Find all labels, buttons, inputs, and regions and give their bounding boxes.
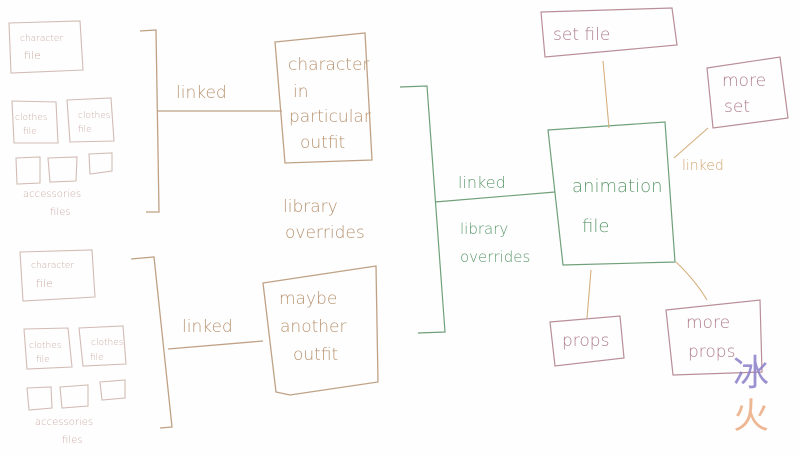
clothes-file-box xyxy=(78,325,127,367)
accessories-label-2: files xyxy=(62,435,82,446)
outfit-box-text: outfit xyxy=(293,345,338,365)
accessory-file-box xyxy=(15,156,41,185)
accessory-file-box xyxy=(47,156,78,183)
outfit-box-text: particular xyxy=(289,107,371,127)
animation-bracket xyxy=(399,85,446,334)
top-source-files: character file clothes file clothes file… xyxy=(8,20,115,218)
bottom-link-line xyxy=(167,340,264,350)
outfit-box-text: character xyxy=(288,55,369,75)
more-set-box xyxy=(706,56,789,129)
watermark-fire-char: 火 xyxy=(733,396,769,437)
more-props-line xyxy=(675,261,708,301)
clothes-file-label-2: file xyxy=(36,355,50,365)
character-file-box xyxy=(19,249,96,302)
accessory-file-box xyxy=(88,152,113,175)
accessories-label-2: files xyxy=(50,207,70,218)
character-file-label: character xyxy=(31,261,74,271)
outfit-box xyxy=(274,32,373,164)
accessory-file-box xyxy=(26,386,53,411)
animation-override-label: library xyxy=(460,220,508,238)
clothes-file-box xyxy=(66,97,115,143)
clothes-file-label-2: file xyxy=(90,353,104,363)
outfit-box-text: another xyxy=(280,317,346,337)
accessories-label: accessories xyxy=(23,189,81,200)
more-set-line xyxy=(673,127,709,159)
watermark-logo: 冰 火 xyxy=(733,353,769,437)
more-props-text-2: props xyxy=(688,342,735,362)
library-overrides-label: library xyxy=(283,197,338,217)
outfit-box-text: outfit xyxy=(300,133,345,153)
animation-override-label-2: overrides xyxy=(460,248,530,266)
more-props-text: more xyxy=(686,313,730,333)
bottom-bracket xyxy=(130,256,173,429)
clothes-file-box xyxy=(23,327,73,370)
outfit-box xyxy=(262,265,379,396)
set-file-line xyxy=(602,60,610,129)
clothes-file-label: clothes xyxy=(29,341,62,351)
props-text: props xyxy=(562,331,609,351)
animation-link-line xyxy=(434,191,556,203)
character-file-label-2: file xyxy=(36,277,53,290)
clothes-file-label-2: file xyxy=(78,125,92,135)
library-overrides-label-2: overrides xyxy=(285,223,365,243)
accessories-label: accessories xyxy=(35,417,93,428)
character-file-label: character xyxy=(20,34,63,44)
clothes-file-label-2: file xyxy=(23,127,37,137)
more-set-link-label: linked xyxy=(682,158,724,174)
outfit-box-text: in xyxy=(293,82,309,102)
animation-link-label: linked xyxy=(458,173,506,192)
outfit-box-text: maybe xyxy=(279,289,337,309)
clothes-file-label: clothes xyxy=(91,338,124,348)
character-file-label-2: file xyxy=(24,49,41,62)
top-link-label: linked xyxy=(176,83,227,103)
accessory-file-box xyxy=(59,384,89,409)
watermark-ice-char: 冰 xyxy=(733,353,769,394)
bottom-source-files: character file clothes file clothes file… xyxy=(19,249,127,446)
more-set-text: more xyxy=(722,71,766,91)
set-file-text: set file xyxy=(553,25,610,45)
character-file-box xyxy=(8,20,84,74)
more-props-box xyxy=(665,299,763,376)
animation-file-box xyxy=(547,121,676,266)
clothes-file-box xyxy=(11,100,59,144)
animation-file-text-2: file xyxy=(582,216,609,237)
bottom-link-label: linked xyxy=(182,317,233,337)
accessory-file-box xyxy=(99,379,126,401)
clothes-file-label: clothes xyxy=(78,111,111,121)
set-file-box xyxy=(540,7,678,58)
top-bracket xyxy=(139,29,160,213)
clothes-file-label: clothes xyxy=(15,113,48,123)
more-set-text-2: set xyxy=(724,97,750,117)
props-line xyxy=(586,269,592,319)
animation-file-text: animation xyxy=(572,176,662,197)
props-box xyxy=(549,315,625,367)
